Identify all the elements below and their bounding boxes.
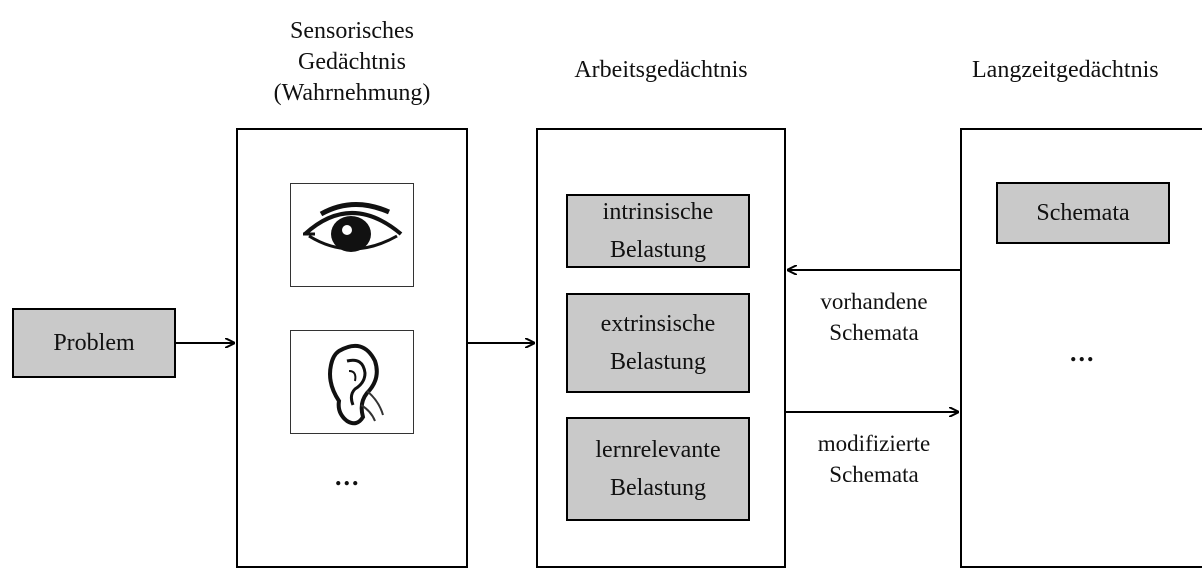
intrinsic-load-line-1: intrinsische: [602, 199, 714, 225]
working-memory-title: Arbeitsgedächtnis: [574, 57, 748, 83]
problem-box: Problem: [12, 308, 176, 378]
extrinsic-load-line-2: Belastung: [610, 349, 706, 375]
extrinsic-load-line-1: extrinsische: [600, 311, 716, 337]
sensory-title-line-2: Gedächtnis: [298, 49, 406, 75]
longterm-more-ellipsis: ...: [1070, 338, 1096, 367]
existing-schemata-line-2: Schemata: [829, 320, 919, 345]
schemata-box: Schemata: [996, 182, 1170, 244]
ear-picture: [290, 330, 414, 434]
eye-picture: [290, 183, 414, 287]
germane-load-line-1: lernrelevante: [595, 437, 721, 463]
existing-schemata-line-1: vorhandene: [820, 289, 928, 314]
schemata-label: Schemata: [1036, 200, 1130, 226]
sensory-title-line-1: Sensorisches: [290, 18, 414, 44]
eye-icon: [303, 201, 403, 252]
germane-load-box: lernrelevante Belastung: [566, 417, 750, 521]
germane-load-line-2: Belastung: [610, 475, 706, 501]
longterm-memory-title: Langzeitgedächtnis: [972, 57, 1159, 83]
problem-label: Problem: [53, 330, 135, 356]
sensory-more-ellipsis: ...: [335, 462, 361, 491]
extrinsic-load-box: extrinsische Belastung: [566, 293, 750, 393]
modified-schemata-line-2: Schemata: [829, 462, 919, 487]
intrinsic-load-line-2: Belastung: [610, 237, 706, 263]
sensory-title-line-3: (Wahrnehmung): [273, 80, 431, 106]
intrinsic-load-box: intrinsische Belastung: [566, 194, 750, 268]
existing-schemata-label: vorhandene Schemata: [800, 286, 948, 348]
modified-schemata-label: modifizierte Schemata: [800, 428, 948, 490]
modified-schemata-line-1: modifizierte: [817, 431, 931, 456]
sensory-memory-title: Sensorisches Gedächtnis (Wahrnehmung): [236, 16, 468, 109]
ear-icon: [328, 343, 384, 426]
arrows-layer: [176, 0, 960, 548]
